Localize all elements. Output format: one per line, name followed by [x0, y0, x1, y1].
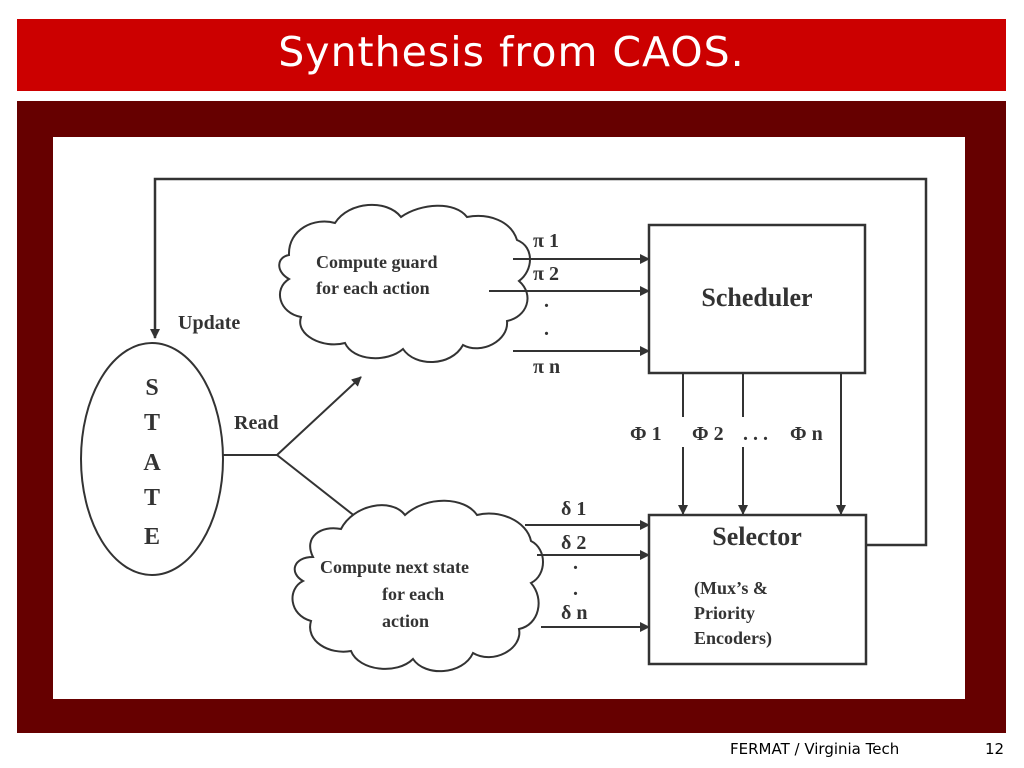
state-letter-t2: T — [144, 485, 160, 511]
next-state-cloud — [291, 499, 544, 672]
pi1-label: π 1 — [533, 230, 559, 252]
selector-label: Selector — [712, 522, 802, 551]
footer-label: FERMAT / Virginia Tech — [730, 740, 900, 758]
state-letter-t1: T — [144, 410, 160, 436]
guard-cloud-line1: Compute guard — [316, 252, 438, 272]
selector-sub-line3: Encoders) — [694, 628, 772, 649]
state-letter-s: S — [145, 375, 158, 401]
caos-diagram: S T A T E Update Read Compute guard for … — [80, 177, 928, 672]
phin-label: Φ n — [790, 423, 823, 445]
delta-dot-2: . — [573, 578, 578, 600]
phi2-label: Φ 2 — [692, 423, 724, 445]
pin-label: π n — [533, 356, 560, 378]
read-label: Read — [234, 412, 278, 434]
update-feedback-line — [150, 177, 928, 547]
next-cloud-line2: for each — [382, 584, 444, 604]
title-bar: Synthesis from CAOS. — [17, 19, 1006, 91]
pi-dot-1: . — [544, 290, 549, 312]
selector-sub-line1: (Mux’s & — [694, 578, 768, 599]
pi2-label: π 2 — [533, 263, 559, 285]
read-arrow-up — [276, 376, 362, 456]
page-number: 12 — [985, 740, 1005, 758]
deltan-label: δ n — [561, 602, 588, 624]
guard-cloud — [278, 204, 531, 363]
state-ellipse — [80, 342, 224, 576]
delta-dot-1: . — [573, 552, 578, 574]
slide-title: Synthesis from CAOS. — [278, 28, 745, 76]
diagram-panel: S T A T E Update Read Compute guard for … — [53, 137, 965, 699]
scheduler-block — [647, 223, 867, 375]
selector-block — [647, 513, 868, 666]
pi-dot-2: . — [544, 318, 549, 340]
update-label: Update — [178, 312, 240, 334]
phi-label-bg — [627, 417, 839, 447]
phi1-label: Φ 1 — [630, 423, 662, 445]
selector-sub-line2: Priority — [694, 603, 755, 623]
state-letter-e: E — [144, 524, 160, 550]
state-letter-a: A — [143, 450, 161, 476]
scheduler-label: Scheduler — [701, 283, 812, 312]
next-cloud-line3: action — [382, 611, 429, 631]
delta2-label: δ 2 — [561, 532, 586, 554]
read-arrow-down — [276, 454, 362, 522]
next-cloud-line1: Compute next state — [320, 557, 469, 577]
delta1-label: δ 1 — [561, 498, 586, 520]
phi-dots: . . . — [743, 423, 768, 445]
guard-cloud-line2: for each action — [316, 278, 430, 298]
